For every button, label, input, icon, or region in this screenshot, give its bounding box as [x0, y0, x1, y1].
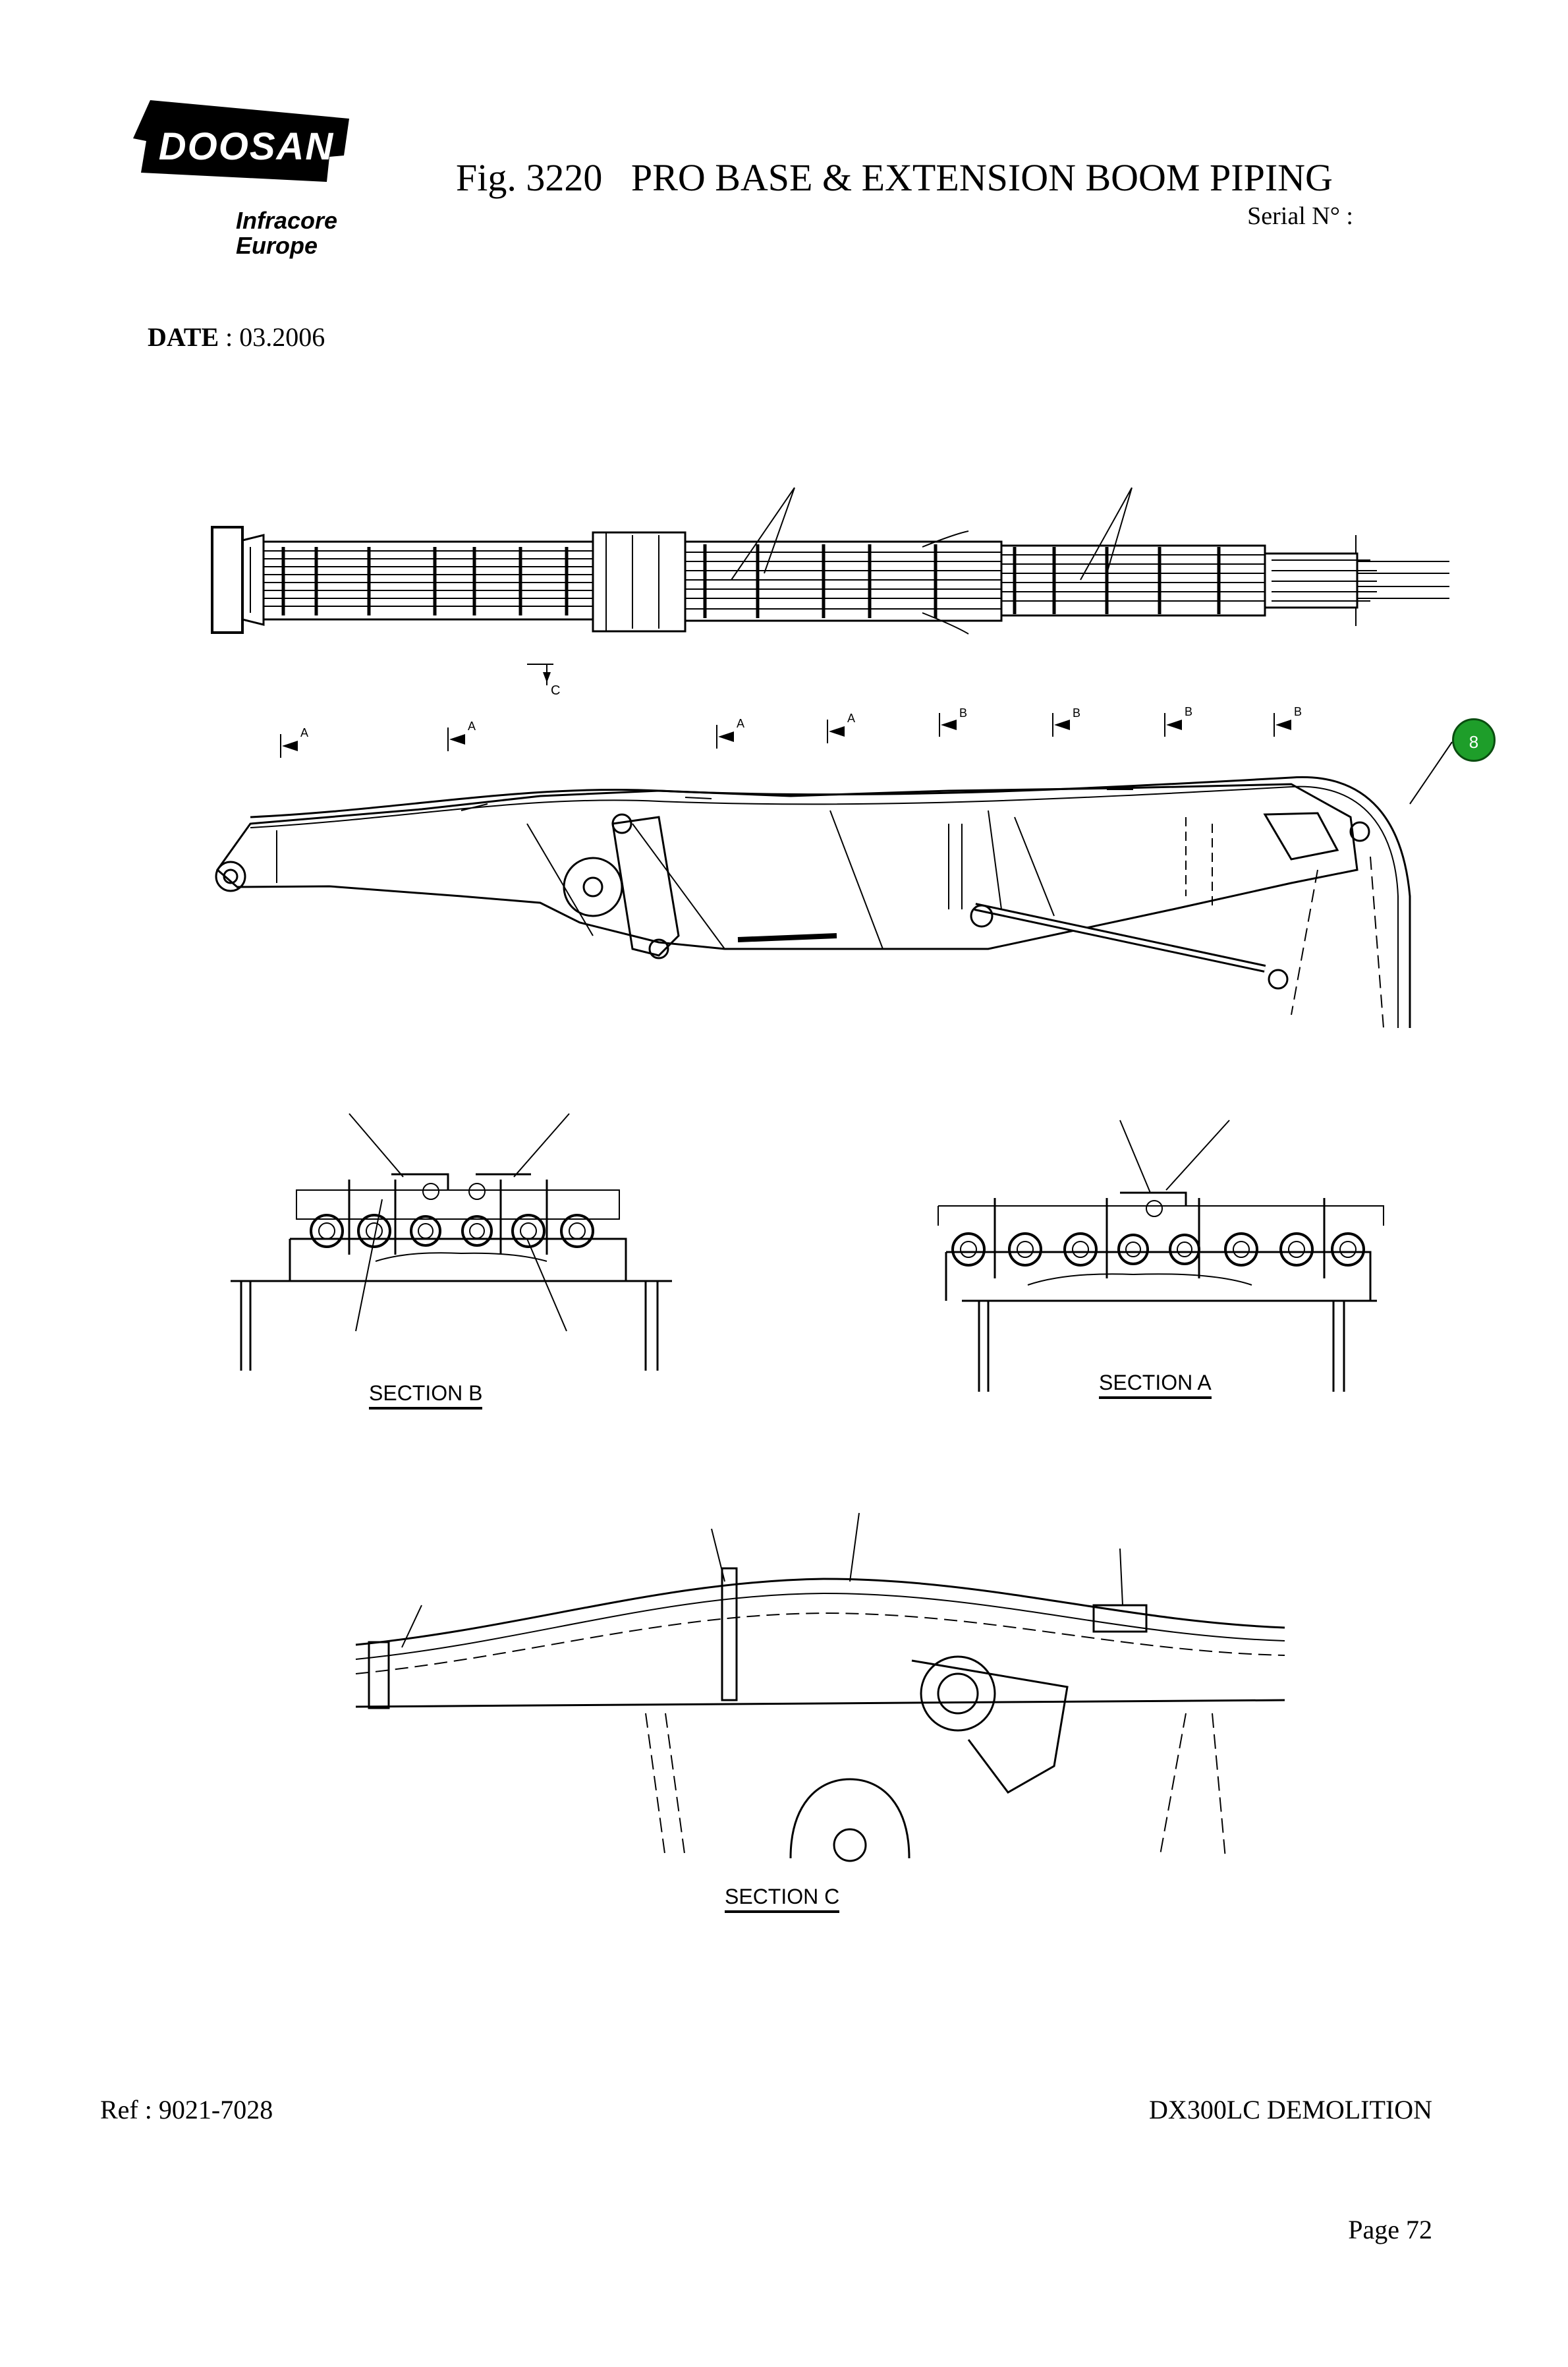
section-a-view	[938, 1120, 1384, 1392]
section-marker-a: A	[468, 720, 476, 733]
callout-8-badge[interactable]: 8	[1452, 718, 1496, 762]
section-marker-a: A	[300, 726, 308, 739]
section-b-label: SECTION B	[369, 1381, 483, 1410]
logo-wordmark: DOOSAN	[158, 125, 335, 168]
section-marker-b: B	[1073, 706, 1080, 720]
serial-number-label: Serial N° :	[1247, 202, 1353, 230]
logo-subtitle: Infracore Europe	[236, 208, 337, 258]
figure-title: Fig. 3220 PRO BASE & EXTENSION BOOM PIPI…	[456, 156, 1333, 199]
section-a-label: SECTION A	[1099, 1371, 1212, 1399]
date-row: DATE : 03.2006	[148, 322, 325, 353]
date-label: DATE	[148, 322, 219, 352]
doosan-logo	[133, 100, 349, 182]
section-c-view	[355, 1512, 1285, 1862]
section-c-label: SECTION C	[725, 1885, 840, 1913]
section-b-view	[231, 1113, 672, 1371]
section-marker-b: B	[1185, 705, 1192, 718]
section-marker-a: A	[737, 717, 744, 730]
plan-view: C	[211, 487, 1449, 698]
side-view: A A A A B B B B	[215, 705, 1453, 1029]
model-name: DX300LC DEMOLITION	[1149, 2095, 1432, 2125]
section-marker-c: C	[551, 683, 560, 698]
date-value: : 03.2006	[219, 322, 325, 352]
section-marker-b: B	[1294, 705, 1302, 718]
logo-subtitle-line1: Infracore	[236, 207, 338, 234]
reference-number: Ref : 9021-7028	[100, 2095, 273, 2125]
page-number: Page 72	[1348, 2215, 1432, 2244]
logo-subtitle-line2: Europe	[236, 232, 318, 259]
section-marker-a: A	[847, 712, 855, 725]
section-marker-b: B	[959, 706, 967, 720]
